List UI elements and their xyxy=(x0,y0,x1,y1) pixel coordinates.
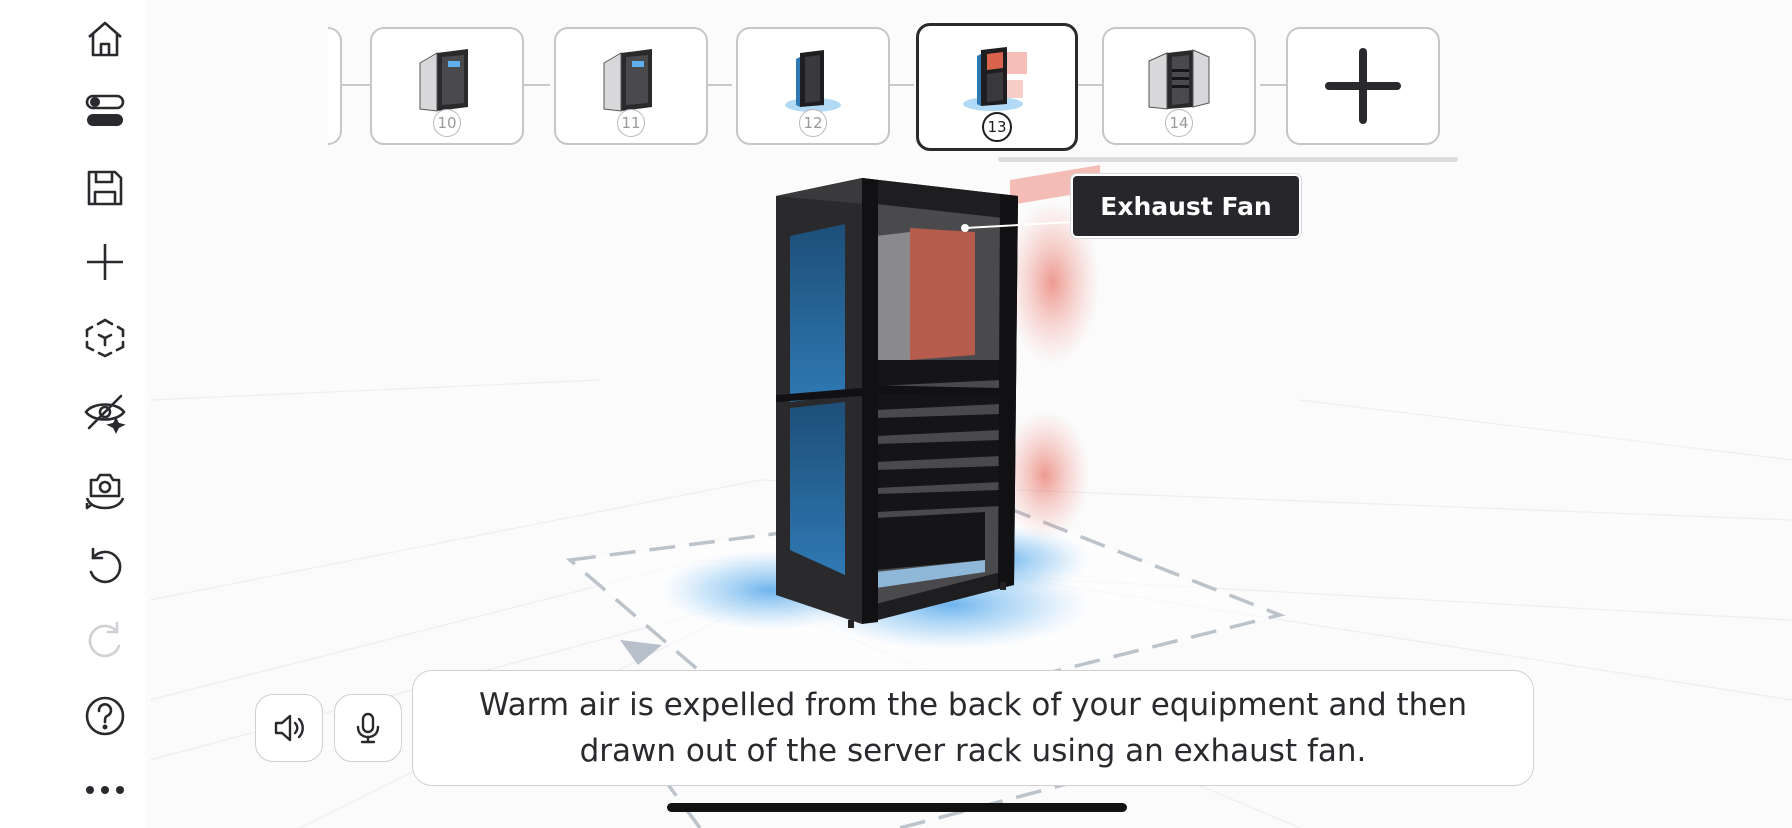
speaker-button[interactable] xyxy=(255,694,323,762)
save-icon xyxy=(87,170,123,206)
camera-button[interactable] xyxy=(79,464,131,516)
step-number: 11 xyxy=(617,109,645,137)
hide-icon xyxy=(84,394,126,434)
rack-thumbnail-icon xyxy=(785,50,841,112)
add-button[interactable] xyxy=(79,236,131,288)
step-timeline: 10 11 12 13 xyxy=(328,22,1460,162)
step-card-14[interactable]: 14 xyxy=(1102,27,1256,145)
rack-thumbnail-icon xyxy=(603,49,652,112)
step-card-12[interactable]: 12 xyxy=(736,27,890,145)
help-button[interactable] xyxy=(79,690,131,742)
step-number: 10 xyxy=(433,109,461,137)
home-icon xyxy=(88,21,122,57)
add-step-button[interactable] xyxy=(1286,27,1440,145)
step-number: 13 xyxy=(982,112,1012,142)
redo-button xyxy=(79,614,131,666)
cube-icon xyxy=(85,318,125,358)
step-card-previous[interactable] xyxy=(328,27,342,145)
step-number: 12 xyxy=(799,109,827,137)
redo-icon xyxy=(88,621,121,658)
step-card-11[interactable]: 11 xyxy=(554,27,708,145)
toggles-icon xyxy=(85,94,125,126)
microphone-button[interactable] xyxy=(334,694,402,762)
help-icon xyxy=(85,696,125,736)
undo-button[interactable] xyxy=(79,540,131,592)
hide-effects-button[interactable] xyxy=(79,386,131,438)
camera-rotate-icon xyxy=(85,473,125,510)
rack-thumbnail-icon xyxy=(1148,49,1210,110)
step-card-10[interactable]: 10 xyxy=(370,27,524,145)
microphone-icon xyxy=(356,712,380,744)
plus-icon xyxy=(1325,48,1401,124)
add-icon xyxy=(87,244,123,280)
left-toolbar xyxy=(0,0,145,828)
more-button[interactable] xyxy=(79,764,131,816)
server-rack-model xyxy=(776,178,1073,628)
timeline-scrollbar[interactable] xyxy=(998,157,1458,162)
home-button[interactable] xyxy=(79,13,131,65)
rack-thumbnail-icon xyxy=(419,49,468,112)
save-button[interactable] xyxy=(79,162,131,214)
rack-thumbnail-icon xyxy=(963,47,1027,111)
exhaust-fan-label[interactable]: Exhaust Fan xyxy=(1071,174,1301,238)
step-card-13[interactable]: 13 xyxy=(916,23,1078,151)
toggles-button[interactable] xyxy=(79,86,131,138)
speaker-icon xyxy=(274,714,304,742)
ar-placement-button[interactable] xyxy=(79,312,131,364)
step-number: 14 xyxy=(1165,109,1193,137)
more-icon xyxy=(86,786,124,794)
narration-caption: Warm air is expelled from the back of yo… xyxy=(412,670,1534,786)
undo-icon xyxy=(89,547,122,584)
home-indicator[interactable] xyxy=(667,803,1127,812)
